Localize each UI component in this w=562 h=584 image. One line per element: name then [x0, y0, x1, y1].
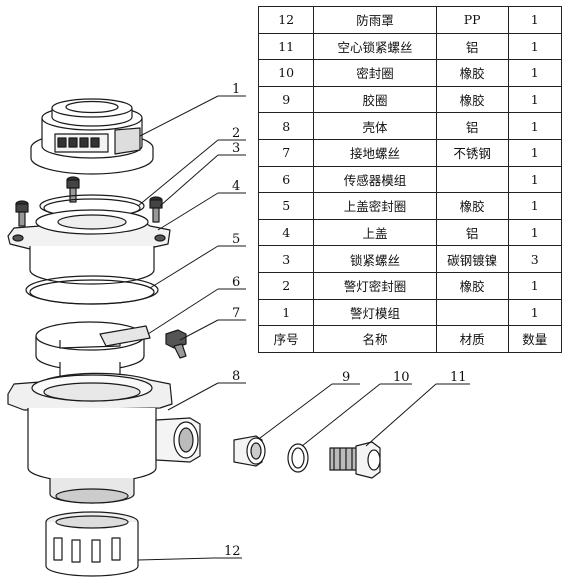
part-top-cover	[7, 209, 171, 285]
cell-material: 不锈钢	[435, 138, 509, 167]
cell-no: 1	[257, 298, 315, 327]
callout-5: 5	[232, 232, 240, 247]
cell-qty: 1	[507, 85, 562, 114]
header-material: 材质	[435, 325, 509, 353]
part-seal-ring	[287, 443, 309, 473]
cell-material: 铝	[435, 112, 509, 140]
cell-material: 橡胶	[435, 271, 509, 300]
cell-name: 密封圈	[313, 59, 437, 87]
cell-qty: 1	[507, 165, 562, 194]
part-locking-screw-right	[149, 196, 163, 223]
cell-no: 8	[257, 112, 315, 140]
cell-qty: 1	[507, 192, 562, 220]
part-sensor-module	[35, 321, 151, 384]
cell-qty: 1	[507, 298, 562, 327]
cell-material: 铝	[435, 218, 509, 247]
cell-qty: 1	[507, 32, 562, 61]
cell-name: 上盖	[313, 218, 437, 247]
cell-material: 橡胶	[435, 59, 509, 87]
cell-qty: 1	[507, 218, 562, 247]
cell-qty: 1	[507, 6, 562, 34]
part-rain-cover	[45, 511, 139, 577]
callout-1: 1	[232, 82, 240, 97]
cell-no: 12	[257, 6, 315, 34]
part-warning-light-module	[30, 98, 154, 175]
cell-material	[435, 298, 509, 327]
callout-6: 6	[232, 275, 240, 290]
cell-no: 3	[257, 245, 315, 273]
cell-no: 4	[257, 218, 315, 247]
cell-name: 壳体	[313, 112, 437, 140]
cell-no: 7	[257, 138, 315, 167]
part-top-cover-seal	[25, 275, 159, 305]
cell-name: 空心锁紧螺丝	[313, 32, 437, 61]
cell-name: 胶圈	[313, 85, 437, 114]
callout-12: 12	[224, 544, 241, 559]
cell-no: 10	[257, 59, 315, 87]
part-ground-screw	[165, 329, 187, 359]
cell-name: 锁紧螺丝	[313, 245, 437, 273]
part-hollow-locking-screw	[329, 441, 381, 479]
cell-material: 碳钢镀镍	[435, 245, 509, 273]
part-housing	[7, 372, 201, 504]
part-locking-screw-left	[15, 200, 29, 227]
cell-material: 橡胶	[435, 192, 509, 220]
header-no: 序号	[257, 325, 315, 353]
part-locking-screw-center	[66, 176, 80, 203]
callout-8: 8	[232, 369, 240, 384]
header-qty: 数量	[507, 325, 562, 353]
cell-material: PP	[435, 6, 509, 34]
cell-material: 橡胶	[435, 85, 509, 114]
callout-11: 11	[450, 370, 467, 385]
cell-name: 传感器模组	[313, 165, 437, 194]
callout-10: 10	[393, 370, 410, 385]
cell-material	[435, 165, 509, 194]
callout-7: 7	[232, 306, 240, 321]
cell-name: 上盖密封圈	[313, 192, 437, 220]
cell-qty: 1	[507, 59, 562, 87]
cell-no: 11	[257, 32, 315, 61]
part-rubber-ring	[233, 435, 266, 467]
callout-3: 3	[232, 141, 240, 156]
cell-no: 9	[257, 85, 315, 114]
header-name: 名称	[313, 325, 437, 353]
table-header-row: 序号名称材质数量	[257, 325, 562, 353]
cell-no: 6	[257, 165, 315, 194]
callout-9: 9	[342, 370, 350, 385]
cell-qty: 1	[507, 138, 562, 167]
cell-name: 警灯密封圈	[313, 271, 437, 300]
cell-name: 防雨罩	[313, 6, 437, 34]
cell-name: 接地螺丝	[313, 138, 437, 167]
cell-name: 警灯模组	[313, 298, 437, 327]
cell-no: 2	[257, 271, 315, 300]
cell-qty: 1	[507, 271, 562, 300]
cell-qty: 3	[507, 245, 562, 273]
callout-2: 2	[232, 126, 240, 141]
cell-material: 铝	[435, 32, 509, 61]
cell-no: 5	[257, 192, 315, 220]
callout-4: 4	[232, 179, 240, 194]
cell-qty: 1	[507, 112, 562, 140]
